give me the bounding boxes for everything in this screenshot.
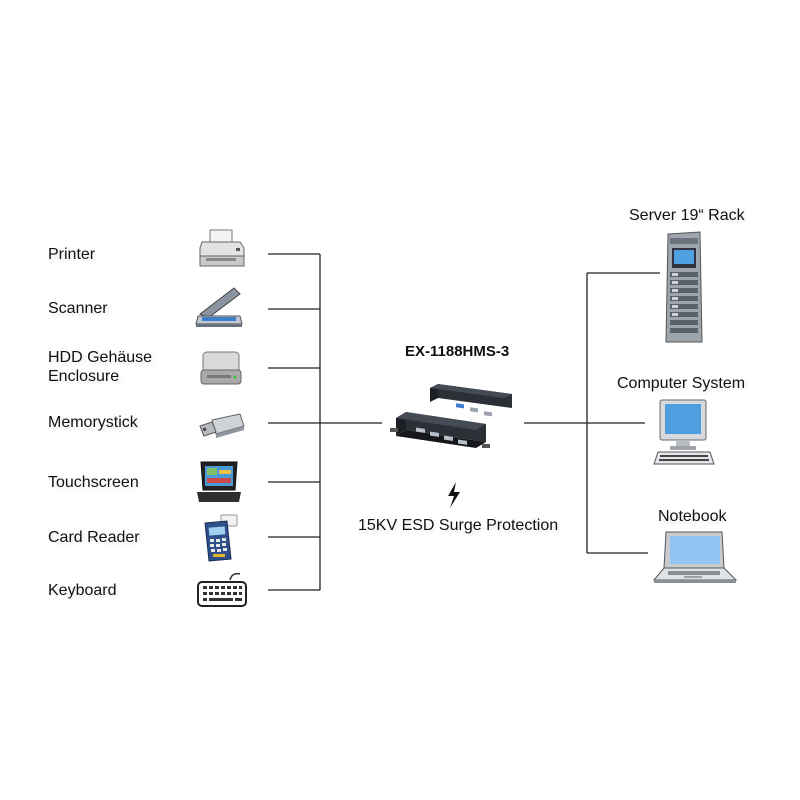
- usb-hub-device-icon: [390, 384, 512, 448]
- notebook-icon: [652, 531, 738, 583]
- label-hdd-enclosure: HDD Gehäuse Enclosure: [48, 348, 152, 386]
- hub-model-label: EX-1188HMS-3: [405, 343, 510, 360]
- label-touchscreen: Touchscreen: [48, 474, 139, 491]
- label-keyboard: Keyboard: [48, 582, 117, 599]
- label-notebook: Notebook: [658, 508, 727, 525]
- label-computer-system: Computer System: [617, 375, 746, 392]
- desktop-computer-icon: [653, 399, 715, 465]
- label-hdd-line1: HDD Gehäuse: [48, 349, 153, 366]
- printer-icon: [199, 229, 245, 267]
- label-memorystick: Memorystick: [48, 414, 138, 431]
- label-scanner: Scanner: [48, 300, 108, 317]
- usb-stick-icon: [199, 413, 245, 438]
- label-card-reader: Card Reader: [48, 529, 140, 546]
- server-rack-icon: [665, 231, 703, 343]
- hdd-enclosure-icon: [200, 351, 242, 385]
- label-printer: Printer: [48, 246, 96, 263]
- keyboard-icon: [197, 572, 247, 607]
- label-hdd-line2: Enclosure: [48, 368, 120, 385]
- surge-protection-label: 15KV ESD Surge Protection: [358, 517, 559, 534]
- label-server-rack: Server 19“ Rack: [629, 207, 745, 224]
- lightning-bolt-icon: [448, 482, 460, 508]
- touchscreen-pos-icon: [197, 461, 241, 502]
- card-reader-icon: [204, 514, 238, 562]
- scanner-icon: [195, 287, 243, 327]
